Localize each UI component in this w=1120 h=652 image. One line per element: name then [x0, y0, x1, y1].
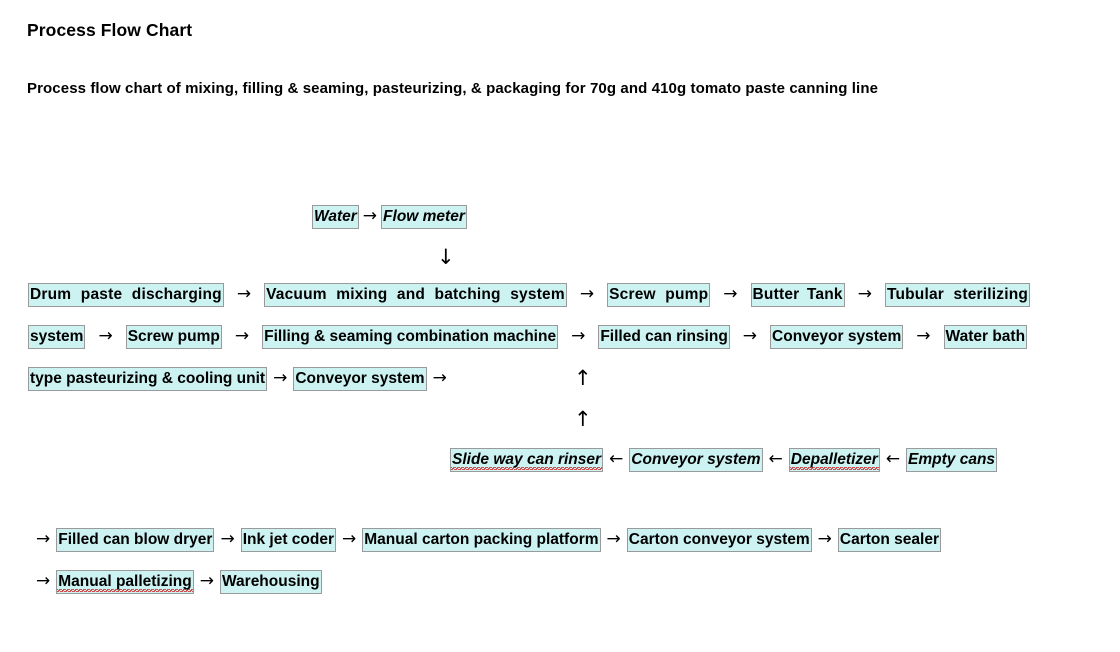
main-line-3: type pasteurizing & cooling unit→Conveyo… — [28, 367, 1094, 391]
arrow-right-icon: → — [98, 326, 113, 346]
arrow-right-icon: → — [236, 284, 252, 304]
node-butter-tank[interactable]: Butter Tank — [750, 283, 845, 307]
node-conveyor-system-2[interactable]: Conveyor system — [293, 367, 427, 391]
page-title: Process Flow Chart — [27, 20, 193, 40]
arrow-up-icon-lower: ↑ — [574, 407, 592, 431]
node-depalletizer[interactable]: Depalletizer — [788, 448, 880, 472]
node-carton-conveyor-system[interactable]: Carton conveyor system — [626, 528, 812, 552]
arrow-left-icon: ← — [885, 449, 901, 469]
arrow-right-icon: → — [571, 326, 586, 346]
arrow-right-icon: → — [723, 284, 738, 304]
arrow-right-icon: → — [220, 529, 235, 549]
arrow-right-icon: → — [579, 284, 595, 304]
arrow-right-icon: → — [199, 571, 214, 591]
arrow-down-icon: ↓ — [437, 245, 455, 269]
node-ink-jet-coder[interactable]: Ink jet coder — [240, 528, 336, 552]
node-water-bath[interactable]: Water bath — [943, 325, 1028, 349]
arrow-right-icon: → — [36, 529, 51, 549]
arrow-left-icon: ← — [609, 449, 624, 469]
arrow-right-icon: → — [817, 529, 832, 549]
node-empty-cans[interactable]: Empty cans — [906, 448, 998, 472]
node-conveyor-system-3[interactable]: Conveyor system — [629, 448, 763, 472]
arrow-right-icon: → — [342, 529, 357, 549]
packaging-line-1: →Filled can blow dryer→Ink jet coder→Man… — [30, 528, 941, 552]
arrow-right-icon: → — [916, 326, 931, 346]
node-filling-seaming-combination-machine[interactable]: Filling & seaming combination machine — [262, 325, 559, 349]
node-drum-paste-discharging[interactable]: Drum paste discharging — [28, 283, 224, 307]
node-conveyor-system-1[interactable]: Conveyor system — [770, 325, 904, 349]
arrow-right-icon: → — [432, 368, 447, 388]
node-carton-sealer[interactable]: Carton sealer — [837, 528, 941, 552]
packaging-line-2: →Manual palletizing→Warehousing — [30, 570, 322, 594]
arrow-right-icon: → — [234, 326, 250, 346]
arrow-right-icon: → — [273, 368, 288, 388]
main-line-1: Drum paste discharging → Vacuum mixing and… — [28, 283, 1094, 307]
node-vacuum-mixing-batching-system[interactable]: Vacuum mixing and batching system — [264, 283, 567, 307]
arrow-right-icon: → — [857, 284, 872, 304]
node-manual-carton-packing-platform[interactable]: Manual carton packing platform — [362, 528, 601, 552]
node-filled-can-blow-dryer[interactable]: Filled can blow dryer — [56, 528, 215, 552]
node-manual-palletizing[interactable]: Manual palletizing — [56, 570, 194, 594]
node-water[interactable]: Water — [312, 205, 359, 229]
node-filled-can-rinsing[interactable]: Filled can rinsing — [598, 325, 730, 349]
node-screw-pump-2[interactable]: Screw pump — [125, 325, 222, 349]
empty-can-infeed-row: Slide way can rinser←Conveyor system←Dep… — [450, 448, 998, 472]
arrow-right-icon: → — [36, 571, 51, 591]
arrow-left-icon: ← — [768, 449, 783, 469]
node-tubular-sterilizing-continued[interactable]: system — [28, 325, 86, 349]
node-flow-meter[interactable]: Flow meter — [381, 205, 467, 229]
arrow-right-icon: → — [362, 206, 378, 226]
node-water-bath-continued[interactable]: type pasteurizing & cooling unit — [28, 367, 268, 391]
node-slide-way-can-rinser[interactable]: Slide way can rinser — [450, 448, 604, 472]
arrow-up-icon-upper: ↑ — [574, 366, 592, 390]
node-screw-pump-1[interactable]: Screw pump — [607, 283, 711, 307]
page-subtitle: Process flow chart of mixing, filling & … — [27, 80, 879, 97]
node-warehousing[interactable]: Warehousing — [219, 570, 322, 594]
arrow-right-icon: → — [606, 529, 621, 549]
water-branch-row: Water→Flow meter — [312, 205, 467, 229]
node-tubular-sterilizing[interactable]: Tubular sterilizing — [884, 283, 1031, 307]
main-line-2: system → Screw pump → Filling & seaming comb… — [28, 325, 1094, 349]
arrow-right-icon: → — [742, 326, 758, 346]
